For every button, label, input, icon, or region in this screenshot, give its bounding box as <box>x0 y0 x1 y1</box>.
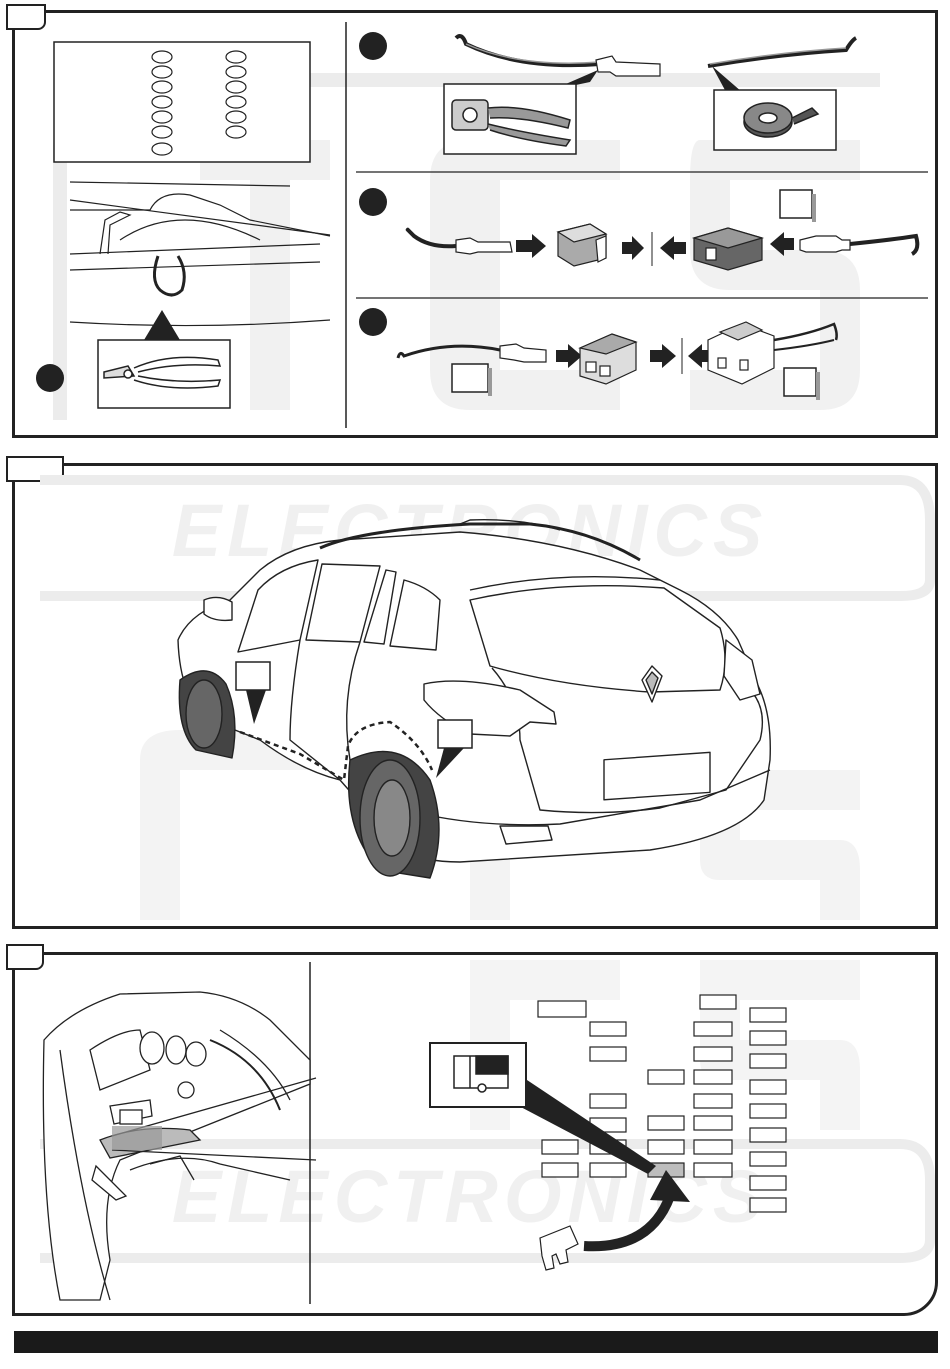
panel-tab-3 <box>6 944 44 970</box>
panel-cable-routing <box>12 463 938 929</box>
panel-tab-2 <box>6 456 64 482</box>
panel-wiring-instructions <box>12 10 938 438</box>
panel-tab-1 <box>6 4 46 30</box>
bottom-bar <box>14 1331 938 1353</box>
panel-fuse-location <box>12 952 938 1316</box>
